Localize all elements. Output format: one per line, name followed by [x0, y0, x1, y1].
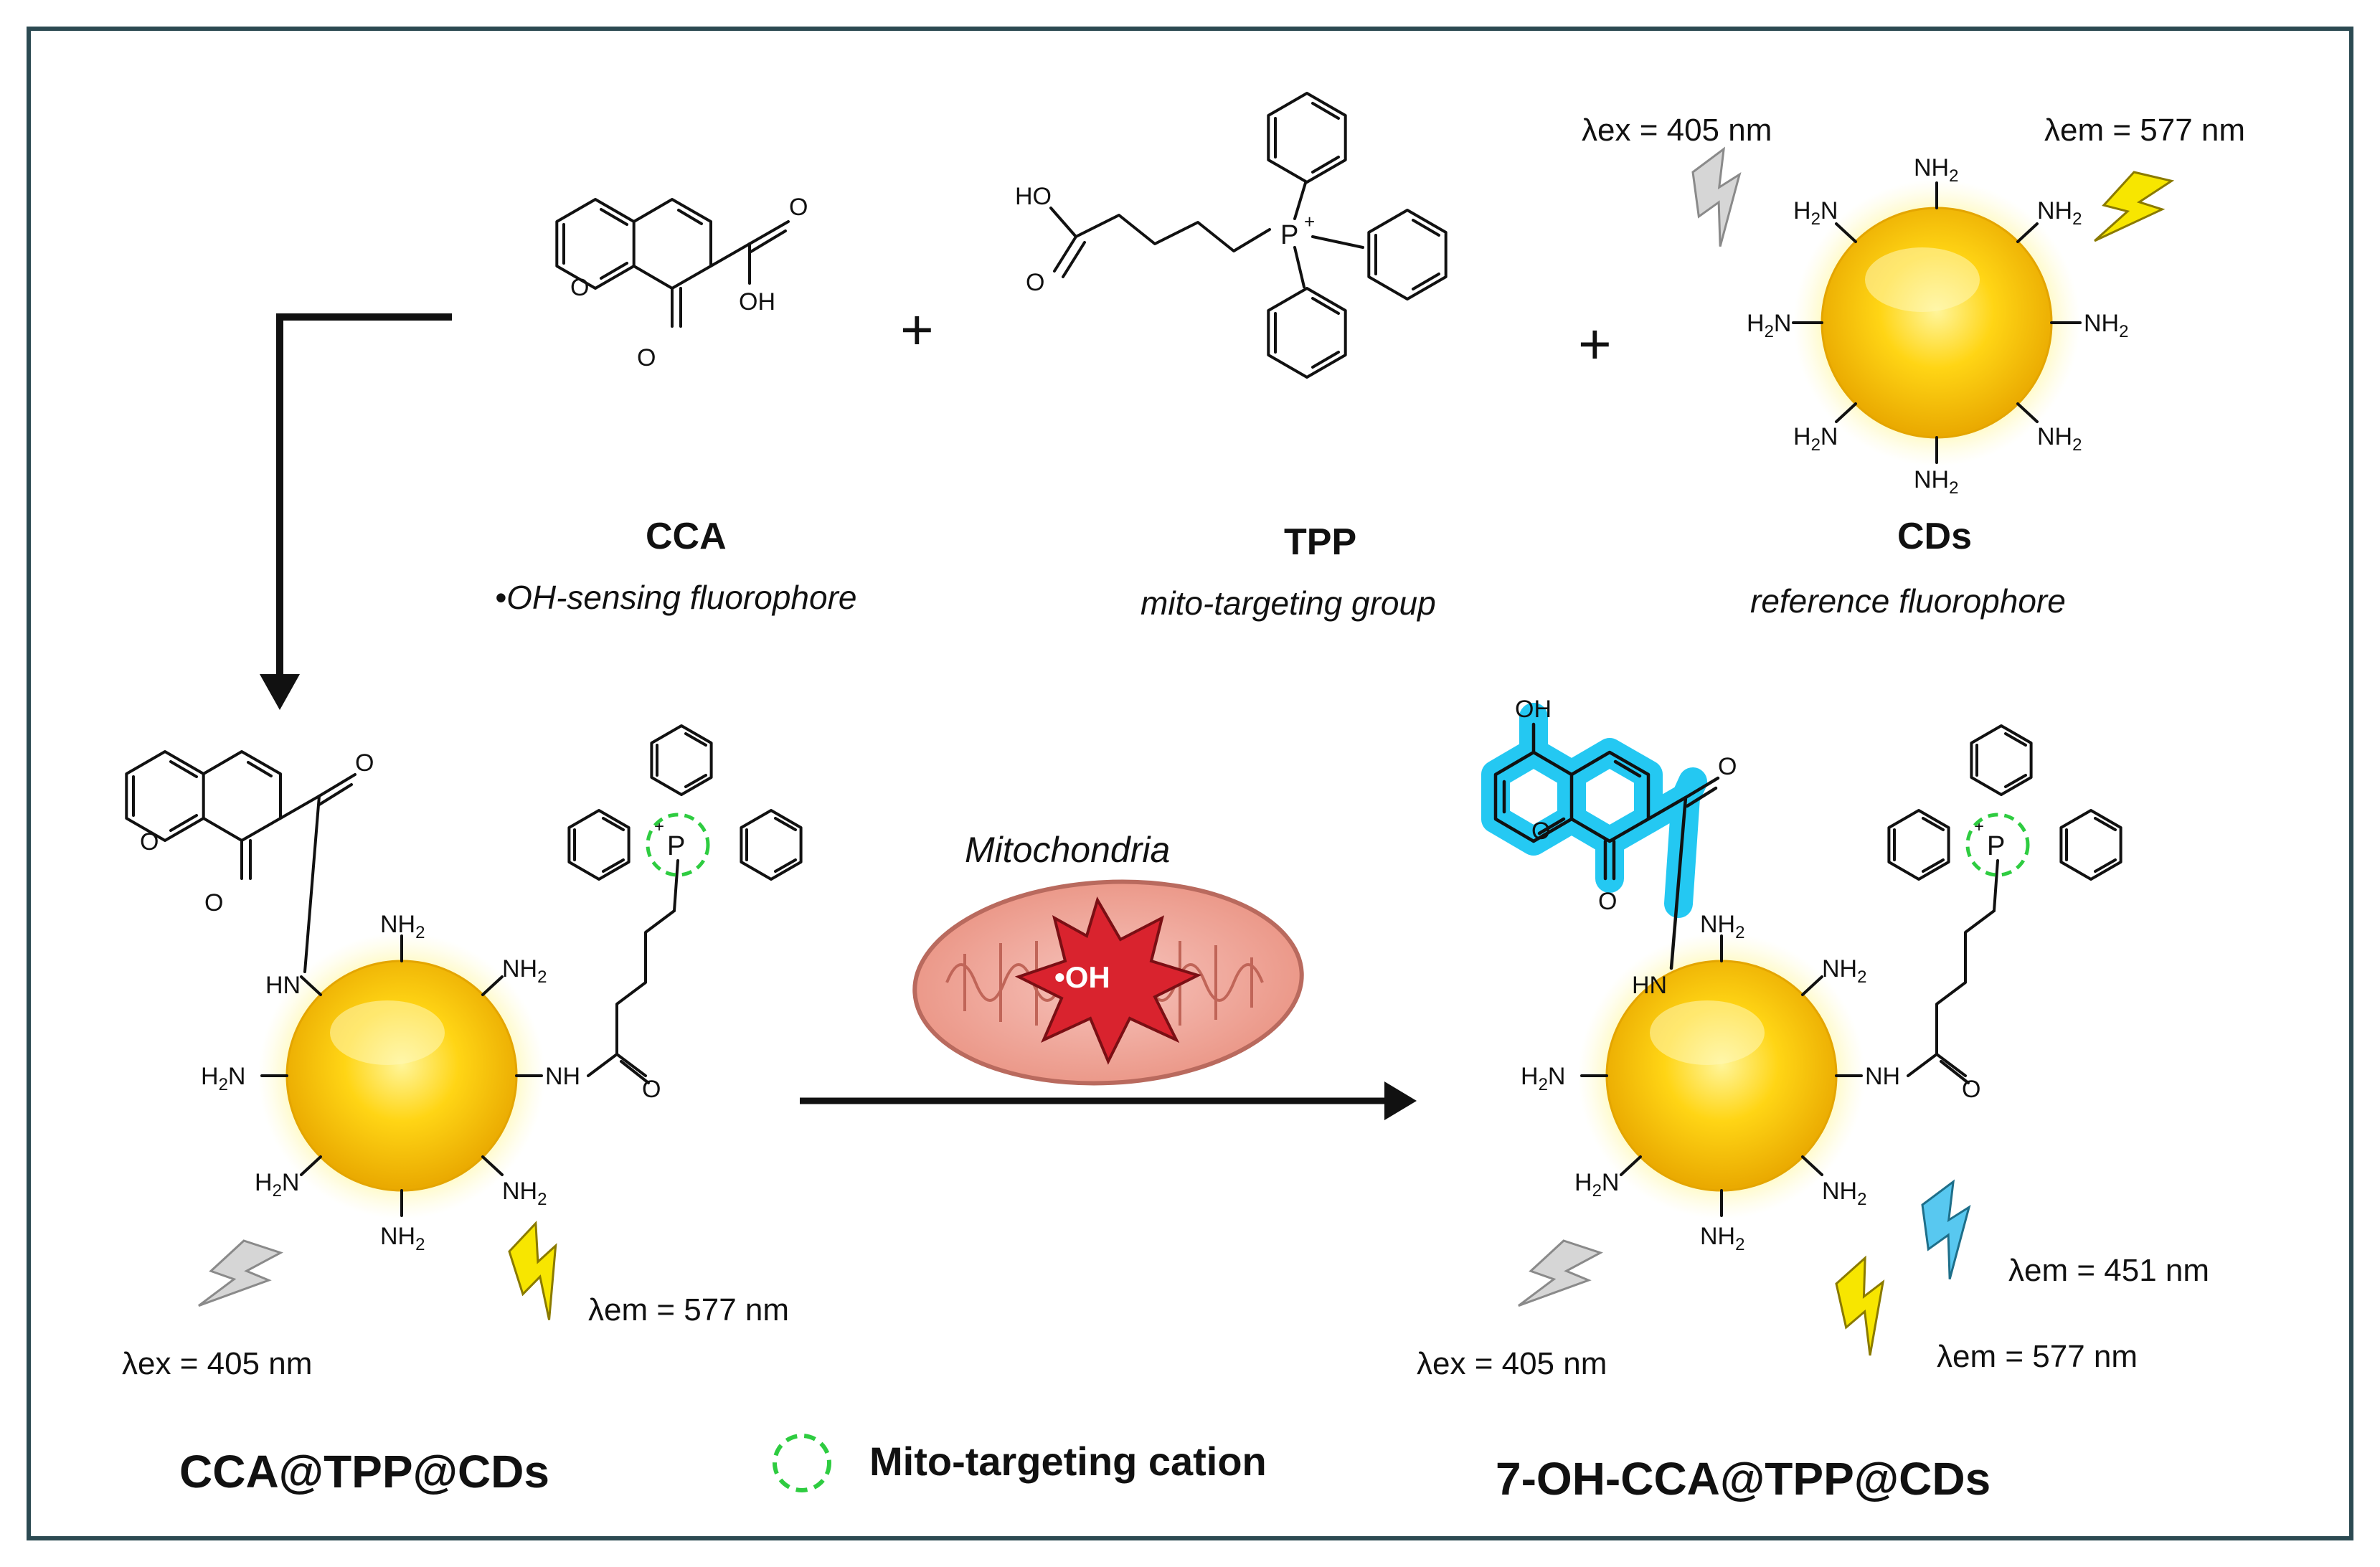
svg-text:P: P	[1280, 220, 1298, 250]
legend-cation-icon	[773, 1434, 831, 1492]
svg-text:NH2: NH2	[502, 955, 547, 987]
svg-text:NH2: NH2	[1822, 955, 1866, 987]
cation-ring-right	[1965, 813, 2030, 877]
top-lambda-ex: λex = 405 nm	[1582, 113, 1772, 148]
svg-text:HN: HN	[1632, 972, 1667, 999]
svg-text:O: O	[1598, 888, 1617, 915]
tpp-structure: HO O P +	[1015, 92, 1448, 379]
cca-tpp-cds-structure: NH2 NH2 H2N NH NH2 H2N NH2 HN O O O	[125, 724, 803, 1331]
svg-text:NH2: NH2	[2037, 423, 2082, 455]
svg-text:OH: OH	[739, 288, 775, 316]
left-product-name: CCA@TPP@CDs	[179, 1446, 549, 1497]
bolt-yellow-left-icon	[496, 1218, 585, 1327]
svg-text:NH2: NH2	[380, 1223, 425, 1254]
bolt-yellow-icon	[2082, 156, 2180, 264]
svg-text:H2N: H2N	[1793, 197, 1838, 229]
tpp-description: mito-targeting group	[1141, 584, 1436, 622]
svg-text:NH2: NH2	[502, 1178, 547, 1209]
radical-label: •OH	[1054, 960, 1110, 994]
svg-text:NH2: NH2	[2037, 197, 2082, 229]
reaction-condition: Mitochondria	[965, 830, 1171, 870]
tpp-title: TPP	[1284, 521, 1357, 563]
bolt-gray-icon	[1682, 146, 1757, 251]
svg-text:O: O	[642, 1076, 661, 1103]
svg-text:O: O	[140, 828, 159, 856]
svg-text:P: P	[667, 831, 685, 861]
svg-text:O: O	[204, 889, 223, 917]
svg-text:NH2: NH2	[1914, 154, 1958, 186]
bolt-gray-right-icon	[1507, 1225, 1608, 1331]
svg-text:NH2: NH2	[1700, 1223, 1744, 1254]
cds-title: CDs	[1897, 516, 1973, 557]
cca-description: •OH-sensing fluorophore	[495, 579, 857, 616]
svg-text:HO: HO	[1015, 183, 1052, 210]
bolt-gray-left-icon	[187, 1225, 288, 1331]
svg-text:P: P	[1987, 831, 2005, 861]
cca-title: CCA	[646, 516, 727, 557]
svg-text:NH: NH	[545, 1063, 580, 1090]
svg-text:NH: NH	[1865, 1063, 1900, 1090]
svg-text:NH2: NH2	[1822, 1178, 1866, 1209]
plus-sign-1: +	[900, 298, 934, 361]
svg-text:O: O	[355, 749, 374, 777]
svg-text:O: O	[1531, 818, 1550, 845]
right-lambda-ex: λex = 405 nm	[1417, 1346, 1607, 1381]
svg-text:NH2: NH2	[1914, 466, 1958, 498]
cds-top: NH2 NH2 H2N NH2 H2N NH2 H2N NH2	[1682, 146, 2180, 498]
left-lambda-em: λem = 577 nm	[588, 1292, 790, 1327]
svg-text:NH2: NH2	[380, 911, 425, 942]
svg-text:H2N: H2N	[1574, 1169, 1619, 1201]
reaction-arrow	[800, 1081, 1417, 1120]
cation-ring-left	[646, 813, 710, 877]
svg-text:O: O	[1962, 1076, 1980, 1103]
bolt-yellow-right-icon	[1825, 1254, 1907, 1361]
top-lambda-em: λem = 577 nm	[2044, 113, 2246, 148]
plus-sign-2: +	[1578, 312, 1612, 376]
svg-text:H2N: H2N	[1747, 310, 1791, 341]
svg-text:O: O	[1718, 753, 1737, 780]
svg-text:H2N: H2N	[201, 1063, 245, 1094]
cds-description: reference fluorophore	[1750, 582, 2066, 620]
svg-text:HN: HN	[265, 972, 301, 999]
svg-text:H2N: H2N	[1793, 423, 1838, 455]
right-lambda-em-yellow: λem = 577 nm	[1937, 1339, 2138, 1374]
mitochondrion-icon	[912, 879, 1304, 1086]
7-oh-cca-tpp-cds-structure: OH O O O HN NH2 NH2 H2N NH NH2 H2N NH2 O	[1481, 696, 2122, 1361]
synthesis-arrow	[260, 313, 452, 710]
right-product-name: 7-OH-CCA@TPP@CDs	[1496, 1453, 1991, 1505]
bolt-blue-icon	[1912, 1178, 1987, 1284]
legend-cation-label: Mito-targeting cation	[869, 1439, 1267, 1484]
right-lambda-em-blue: λem = 451 nm	[2008, 1253, 2210, 1288]
cca-structure: O O O OH	[555, 194, 808, 371]
svg-text:OH: OH	[1515, 696, 1552, 723]
svg-text:H2N: H2N	[1521, 1063, 1565, 1094]
svg-text:O: O	[789, 194, 808, 221]
left-lambda-ex: λex = 405 nm	[122, 1346, 313, 1381]
figure-frame	[27, 27, 2353, 1540]
radical-burst-icon	[1014, 896, 1202, 1065]
svg-text:H2N: H2N	[255, 1169, 299, 1201]
svg-text:+: +	[1304, 211, 1315, 232]
svg-text:NH2: NH2	[2084, 310, 2128, 341]
svg-text:O: O	[570, 274, 589, 301]
svg-text:NH2: NH2	[1700, 911, 1744, 942]
svg-text:O: O	[637, 344, 656, 371]
svg-text:O: O	[1026, 269, 1044, 296]
